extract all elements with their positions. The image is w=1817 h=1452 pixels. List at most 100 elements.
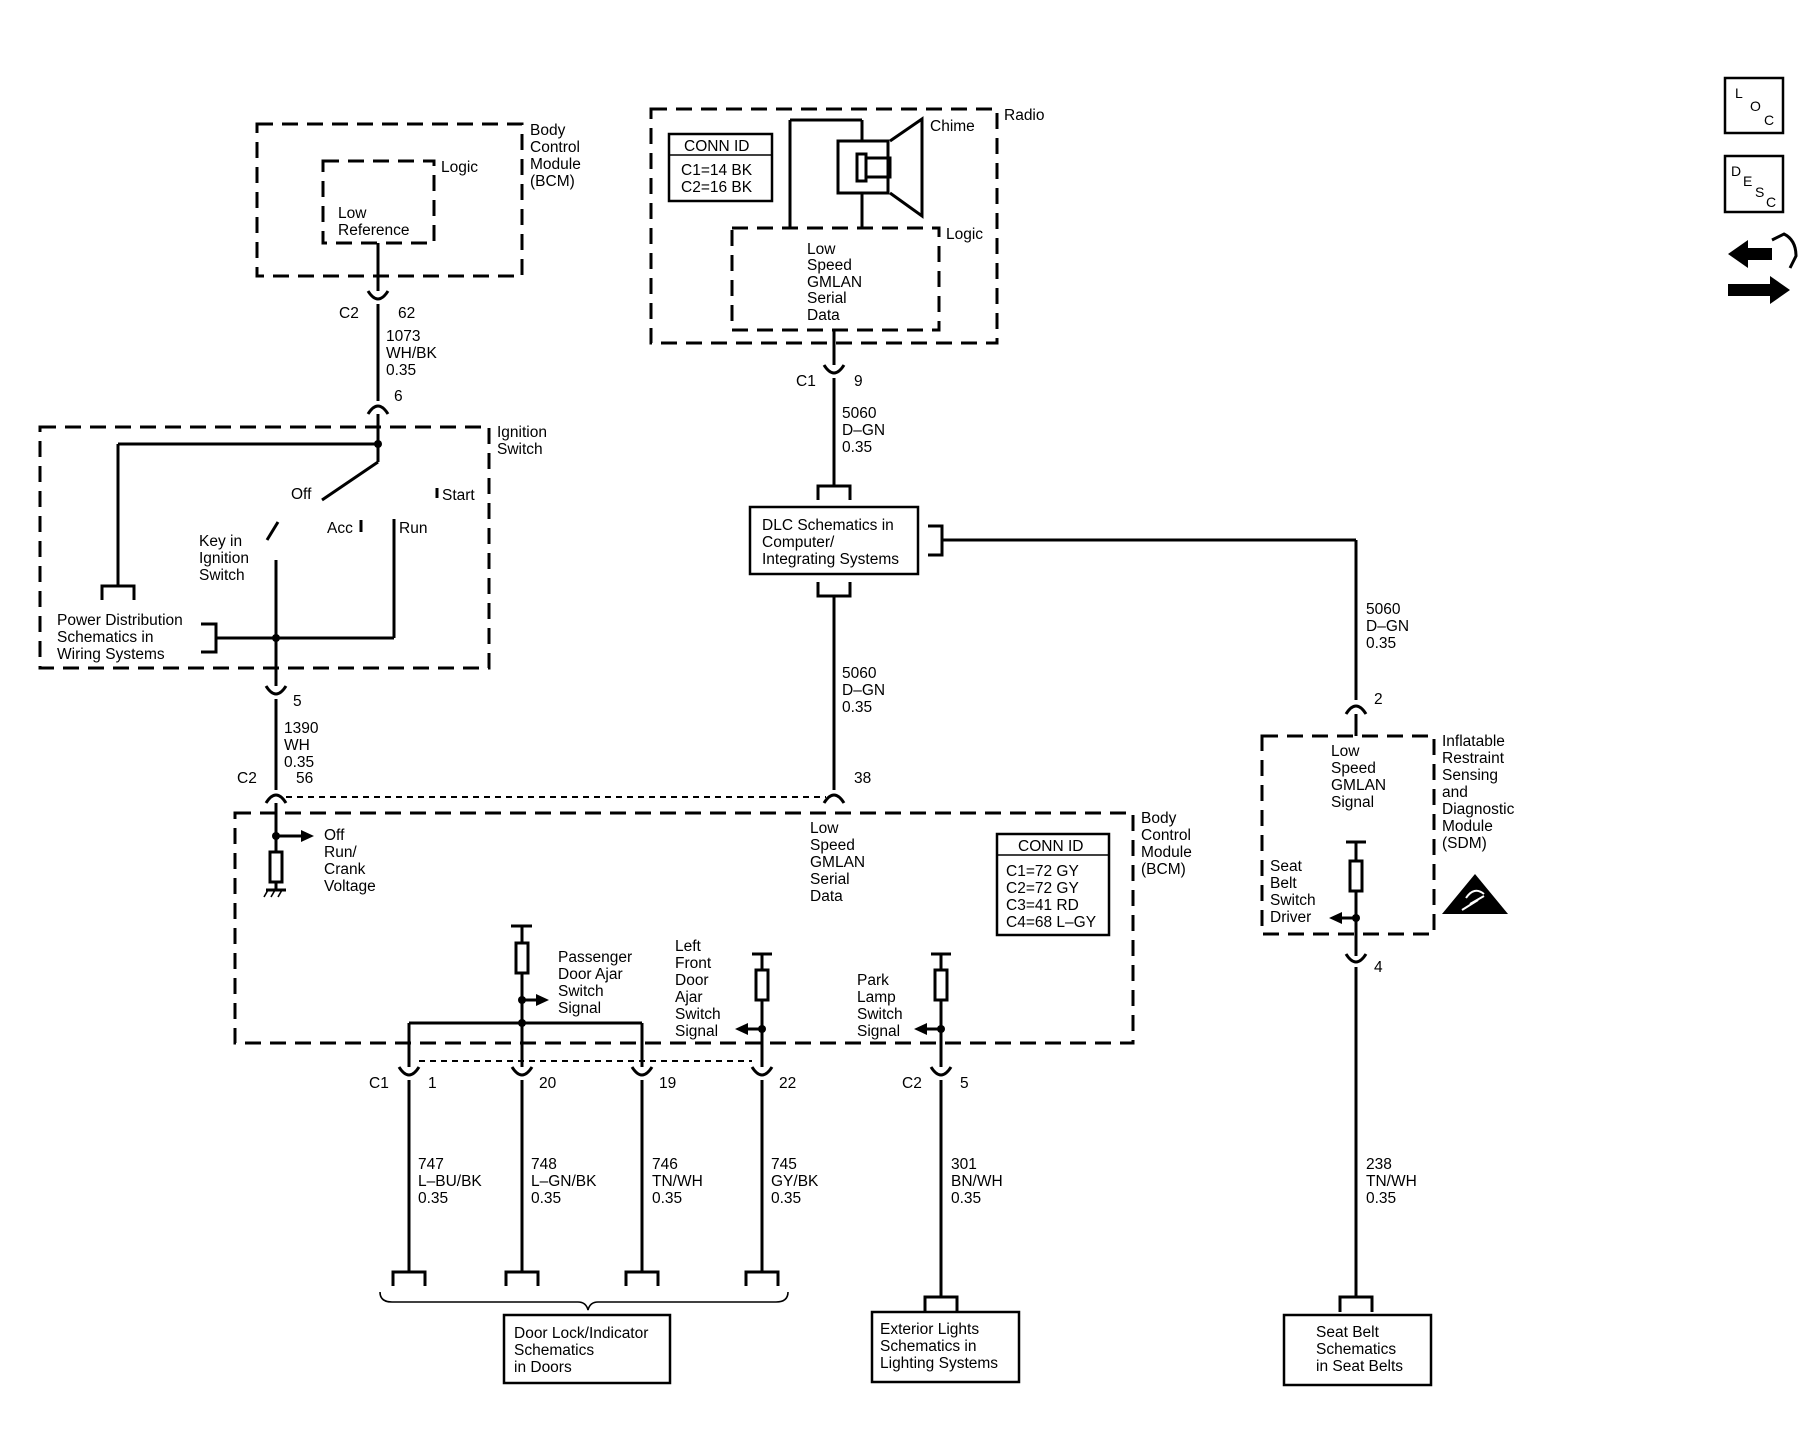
dest-doors-1: Schematics — [514, 1342, 594, 1359]
pds-0: Power Distribution — [57, 612, 183, 629]
connector-sdm-pin-4 — [1344, 953, 1368, 964]
sdm-pin-2: 2 — [1374, 691, 1383, 708]
bcm-voltage-0: Off — [324, 827, 345, 844]
desc-icon[interactable]: D E S C — [1723, 154, 1785, 214]
loc-letter-c: C — [1764, 112, 1774, 128]
bcm-top-ref-0: Low — [338, 205, 367, 222]
dest-lights-0: Exterior Lights — [880, 1321, 979, 1338]
pass-door-3: Signal — [558, 1000, 601, 1017]
connector-swap-icon[interactable] — [1728, 232, 1798, 304]
c1-connector-row — [397, 1060, 774, 1077]
sdm-title-2: Sensing — [1442, 767, 1498, 784]
ground-icon — [263, 888, 286, 898]
wire-5060-c-num: 5060 — [1366, 601, 1401, 618]
dest-doors-0: Door Lock/Indicator — [514, 1325, 648, 1342]
wire-301-color: BN/WH — [951, 1173, 1003, 1190]
wire-238-color: TN/WH — [1366, 1173, 1417, 1190]
connector-pin-6 — [366, 404, 390, 415]
dest-seat-box — [1282, 1313, 1433, 1387]
sdm-seat-1: Belt — [1270, 875, 1297, 892]
wire-1073-color: WH/BK — [386, 345, 437, 362]
ign-title-1: Switch — [497, 441, 543, 458]
dest-lights-1: Schematics in — [880, 1338, 976, 1355]
bcm-main-label-2: Module — [1141, 844, 1192, 861]
park-1: Lamp — [857, 989, 896, 1006]
sdm-gmlan-3: Signal — [1331, 794, 1374, 811]
bcm-gmlan-0: Low — [810, 820, 839, 837]
conn-c2-56-conn: C2 — [237, 770, 257, 787]
ign-off: Off — [291, 486, 312, 503]
dlc-1: Computer/ — [762, 534, 835, 551]
pds-1: Schematics in — [57, 629, 153, 646]
lf-door-0: Left — [675, 938, 702, 955]
radio-gmlan-1: Speed — [807, 257, 852, 274]
connector-pin-38 — [822, 793, 846, 804]
wire-5060-a-color: D–GN — [842, 422, 885, 439]
esd-warning-icon — [1442, 874, 1508, 914]
wire-747-num: 747 — [418, 1156, 444, 1173]
conn-c2-56-pin: 56 — [296, 770, 313, 787]
radio-gmlan-2: GMLAN — [807, 274, 862, 291]
bcm-top-label-1: Control — [530, 139, 580, 156]
sdm-title-0: Inflatable — [1442, 733, 1505, 750]
bcm-top-logic-label: Logic — [441, 159, 478, 176]
bcm-gmlan-4: Data — [810, 888, 843, 905]
wire-748-num: 748 — [531, 1156, 557, 1173]
dest-lights-box — [870, 1310, 1021, 1384]
chime-speaker-icon — [836, 116, 924, 219]
wire-301-gauge: 0.35 — [951, 1190, 981, 1207]
wire-5060-b-color: D–GN — [842, 682, 885, 699]
c1-pin-20: 20 — [539, 1075, 557, 1092]
radio-gmlan-3: Serial — [807, 290, 847, 307]
wire-748-label: 748 L–GN/BK 0.35 — [531, 1156, 597, 1207]
c1-pin-19: 19 — [659, 1075, 676, 1092]
ign-key-1: Ignition — [199, 550, 249, 567]
wire-5060-c-gauge: 0.35 — [1366, 635, 1396, 652]
wire-747-gauge: 0.35 — [418, 1190, 448, 1207]
wire-748-color: L–GN/BK — [531, 1173, 597, 1190]
wire-1390-num: 1390 — [284, 720, 319, 737]
wire-746-num: 746 — [652, 1156, 678, 1173]
wire-1390-color: WH — [284, 737, 310, 754]
bcm-conn-id-row-2: C3=41 RD — [1006, 897, 1079, 914]
radio-conn-id-table — [667, 132, 774, 203]
sdm-seat-3: Driver — [1270, 909, 1311, 926]
dlc-box — [748, 505, 920, 576]
pds-connector — [100, 584, 136, 600]
c1-pin-22: 22 — [779, 1075, 796, 1092]
pass-door-1: Door Ajar — [558, 966, 623, 983]
connector-c1-9 — [822, 364, 846, 375]
lf-door-5: Signal — [675, 1023, 718, 1040]
loc-letter-l: L — [1735, 85, 1743, 101]
lf-door-1: Front — [675, 955, 712, 972]
pds-2: Wiring Systems — [57, 646, 165, 663]
ign-run: Run — [399, 520, 427, 537]
wire-745-gauge: 0.35 — [771, 1190, 801, 1207]
bcm-voltage-1: Run/ — [324, 844, 357, 861]
bcm-top-ref-1: Reference — [338, 222, 410, 239]
wire-746-label: 746 TN/WH 0.35 — [652, 1156, 703, 1207]
wire-1073-num: 1073 — [386, 328, 420, 345]
bcm-top-label-3: (BCM) — [530, 173, 575, 190]
sdm-pin-4: 4 — [1374, 959, 1383, 976]
ign-acc: Acc — [327, 520, 353, 537]
loc-icon[interactable]: L O C — [1723, 76, 1785, 135]
bcm-top-label-2: Module — [530, 156, 581, 173]
sdm-title-4: Diagnostic — [1442, 801, 1515, 818]
desc-letter-c: C — [1766, 194, 1776, 210]
wire-1073-gauge: 0.35 — [386, 362, 416, 379]
bcm-gmlan-1: Speed — [810, 837, 855, 854]
lf-door-2: Door — [675, 972, 709, 989]
desc-letter-e: E — [1743, 173, 1752, 189]
sdm-seat-2: Switch — [1270, 892, 1316, 909]
c1-pin-1: 1 — [428, 1075, 437, 1092]
desc-letter-s: S — [1755, 184, 1764, 200]
wire-747-label: 747 L–BU/BK 0.35 — [418, 1156, 482, 1207]
radio-logic-label: Logic — [946, 226, 983, 243]
bcm-conn-id-row-3: C4=68 L–GY — [1006, 914, 1096, 931]
bcm-voltage-2: Crank — [324, 861, 366, 878]
pin-38-label: 38 — [854, 770, 871, 787]
bcm-main-label-0: Body — [1141, 810, 1177, 827]
connector-c2-62 — [366, 290, 390, 301]
